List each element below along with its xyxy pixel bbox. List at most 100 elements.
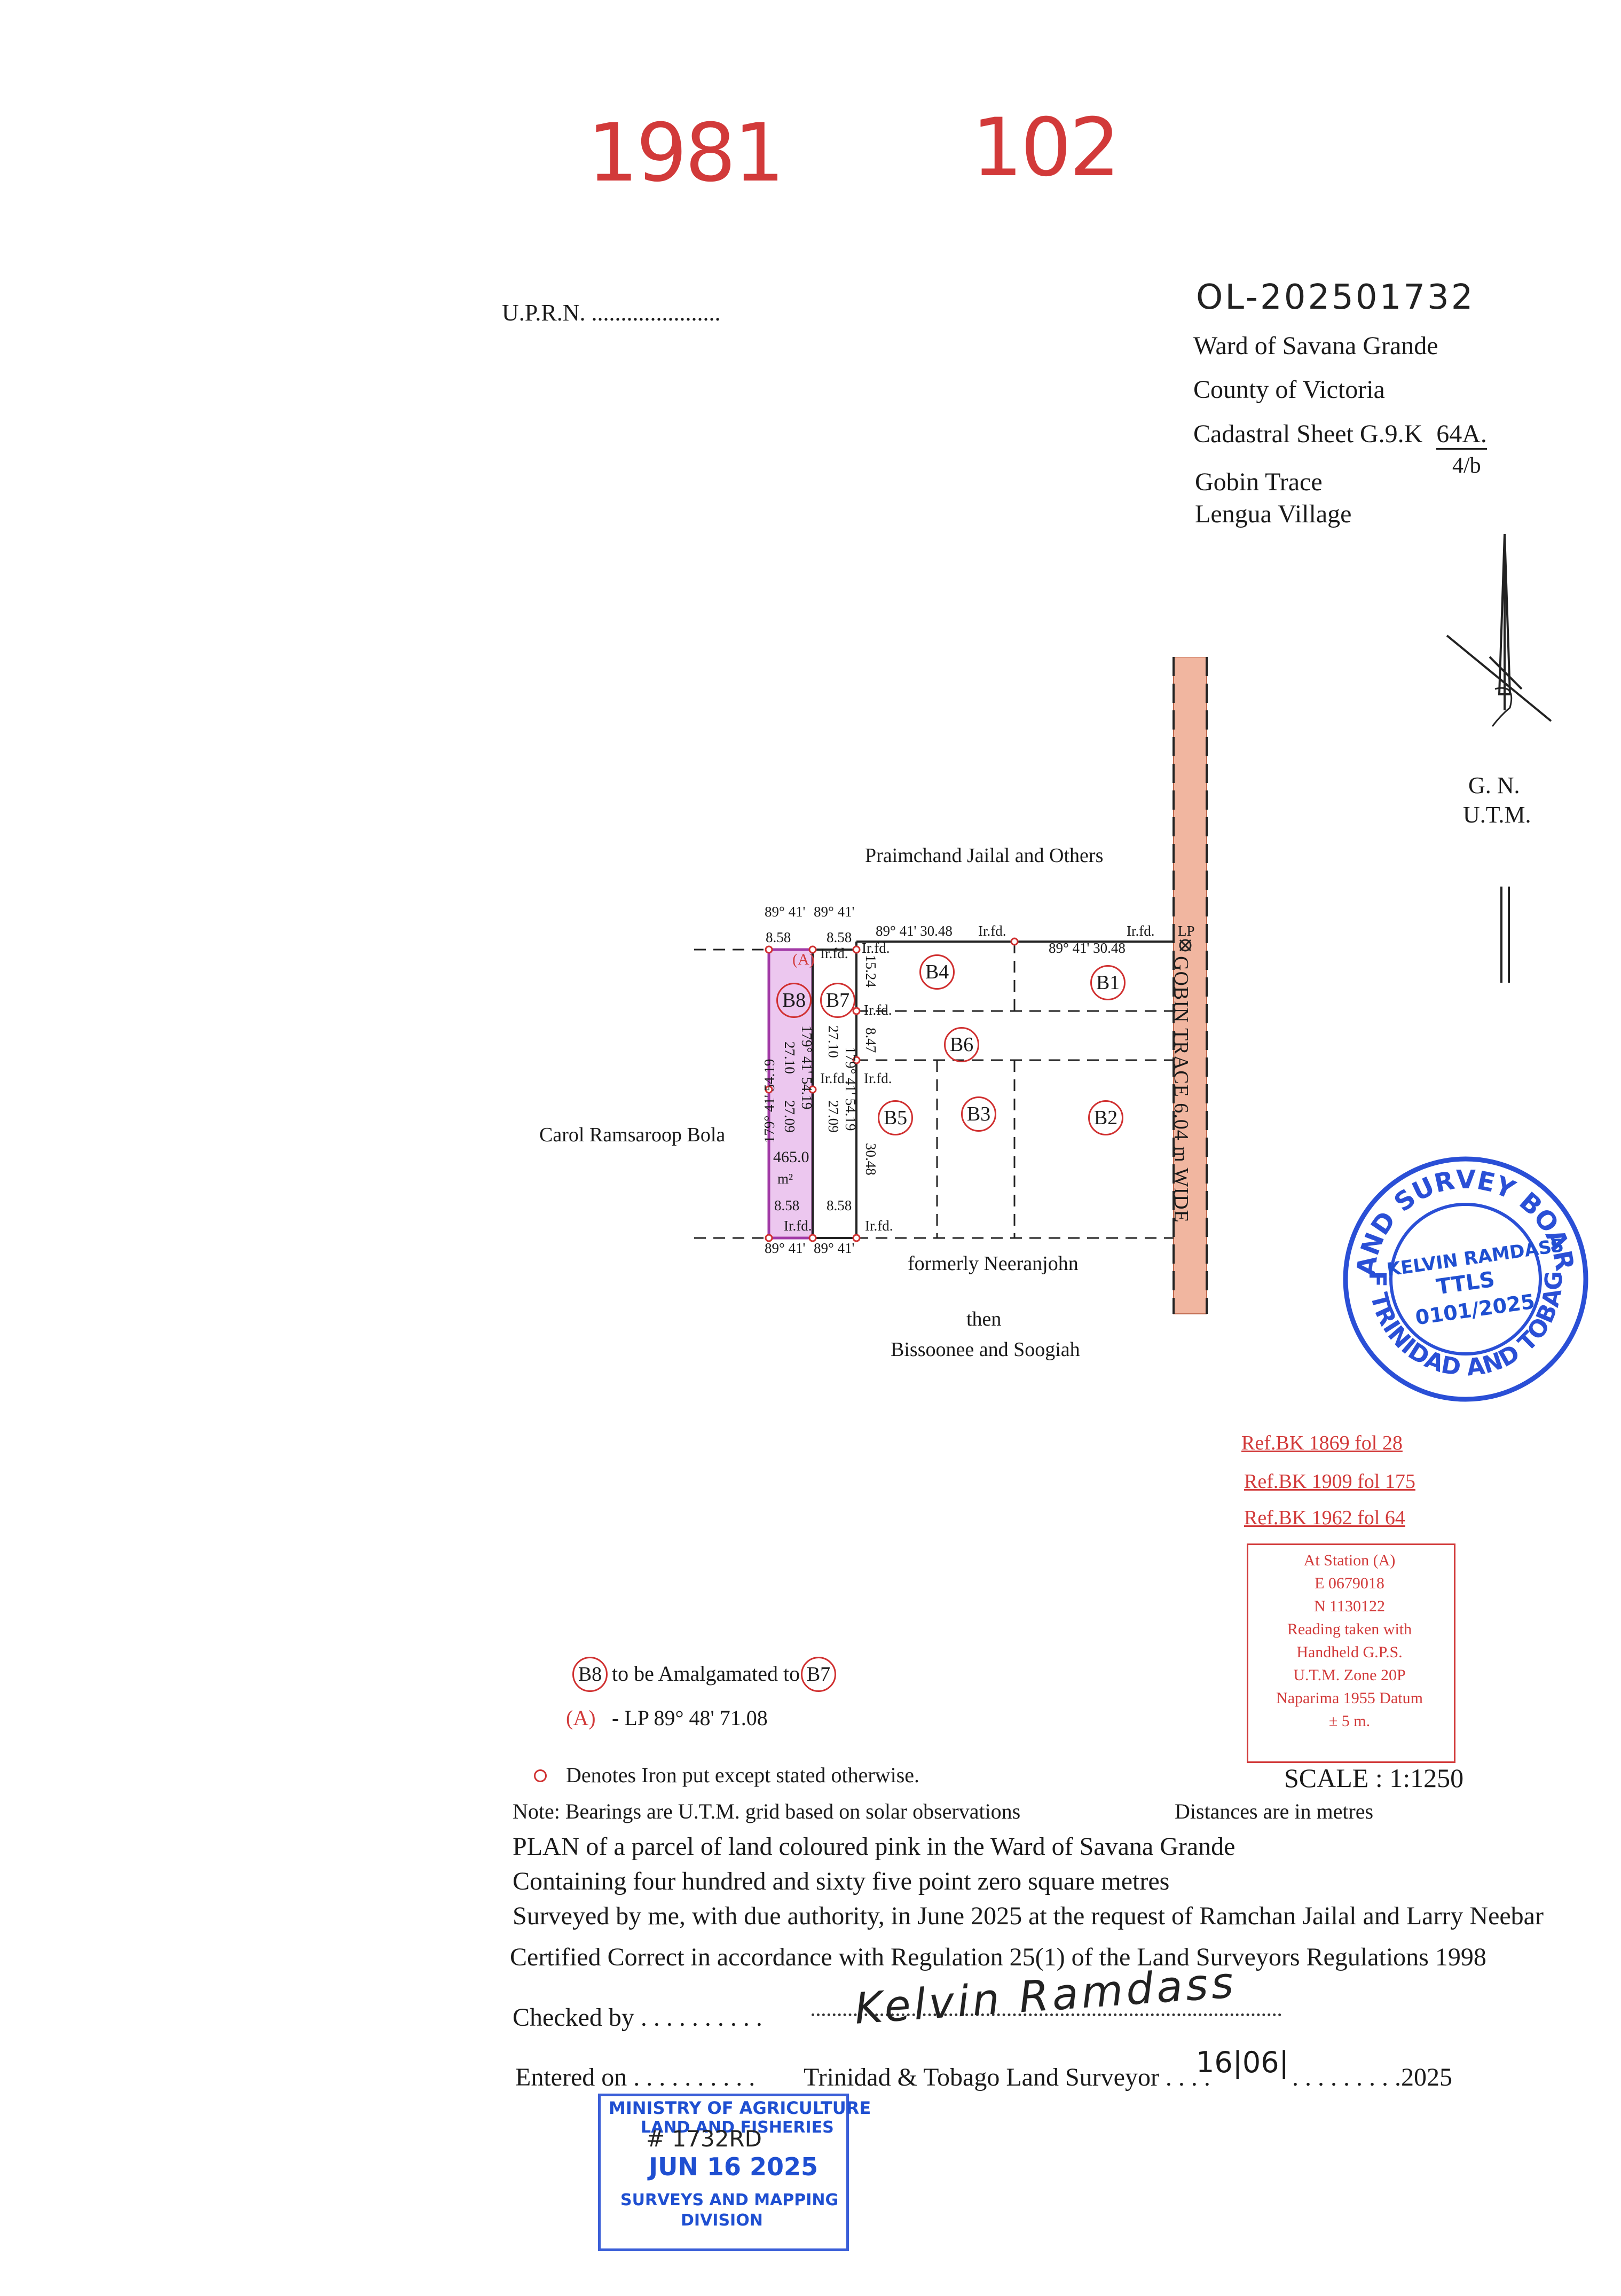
irfd-bot-b: Ir.fd. [865,1218,893,1234]
ref-bk-1962: Ref.BK 1962 fol 64 [1244,1507,1405,1529]
bearing-top-a: 89° 41' [765,904,806,920]
station-box-l2: E 0679018 [1315,1574,1384,1592]
north-owner-label: Praimchand Jailal and Others [865,844,1104,867]
uprn-label: U.P.R.N. ...................... [502,300,721,326]
bearing-note: Note: Bearings are U.T.M. grid based on … [513,1799,1021,1823]
bearing-west: 179° 41' 54.19 [761,1059,777,1143]
ministry-stamp-l4: DIVISION [681,2211,763,2230]
south-owner-2: then [966,1308,1002,1330]
station-box-l7: Naparima 1955 Datum [1276,1689,1423,1707]
iron-marker-icon [534,1769,547,1782]
irfd-top-b7: Ir.fd. [820,945,848,961]
bearing-b8-east: 179° 41' 54.19 [799,1025,815,1110]
station-a-marker: (A) [792,951,815,968]
bearing-top-b: 89° 41' [814,904,855,920]
west-owner-label: Carol Ramsaroop Bola [539,1124,726,1146]
station-info-box [1247,1543,1455,1763]
lot-b4: B4 [919,954,955,990]
ministry-stamp-l1: MINISTRY OF AGRICULTURE [609,2098,871,2118]
station-box-l5: Handheld G.P.S. [1296,1643,1403,1661]
station-box-l8: ± 5 m. [1328,1712,1371,1730]
ministry-stamp-hand: # 1732RD [646,2126,762,2152]
cadastral-line: Cadastral Sheet G.9.K 64A. [1193,419,1487,450]
lot-b8: B8 [776,983,812,1018]
scale-label: SCALE : 1:1250 [1284,1763,1464,1793]
dist-30-48: 30.48 [863,1143,879,1176]
lot-b1: B1 [1090,965,1126,1000]
dist-8-47: 8.47 [863,1028,879,1053]
certified-line: Certified Correct in accordance with Reg… [510,1943,1486,1971]
bearing-bot-b: 89° 41' [814,1240,855,1256]
cadastral-sheet: 64A. [1436,420,1487,450]
b1-top-bearing: 89° 41' 30.48 [1049,940,1126,956]
station-box-l1: At Station (A) [1303,1551,1396,1569]
checked-by: Checked by . . . . . . . . . . [513,2003,762,2032]
lp-label: LP [1178,923,1195,939]
signature-dotted-line [812,2013,1281,2016]
entered-on: Entered on . . . . . . . . . . [515,2063,756,2091]
legend-station-label: (A) [566,1706,596,1730]
ward-line: Ward of Savana Grande [1193,332,1438,360]
irfd-b6-top: Ir.fd. [864,1002,892,1018]
lot-b3: B3 [961,1096,996,1132]
village-line: Lengua Village [1195,500,1352,528]
ref-bk-1909: Ref.BK 1909 fol 175 [1244,1470,1415,1493]
legend-lot-b8: B8 [572,1657,608,1692]
plan-line: PLAN of a parcel of land coloured pink i… [513,1832,1236,1861]
irfd-top-b4: Ir.fd. [862,940,890,956]
north-arrow-icon [1446,534,1552,983]
irfd-top-lp: Ir.fd. [1127,923,1155,939]
dist-b7-lower: 27.09 [825,1100,841,1133]
lp-marker-icon [1179,939,1192,952]
date-year: . . . . . . . . .2025 [1292,2063,1452,2091]
road-label: GOBIN TRACE 6.04 m WIDE [1170,956,1192,1223]
legend-station-text: - LP 89° 48' 71.08 [612,1706,768,1730]
dist-bot-b: 8.58 [827,1197,852,1213]
b4-top-bearing: 89° 41' 30.48 [876,923,953,939]
station-box-l3: N 1130122 [1313,1597,1386,1615]
dist-b8-west-lower: 27.09 [782,1100,798,1133]
bearing-b7-east: 179° 41' 54.19 [843,1047,859,1131]
legend-amalgamated: to be Amalgamated to [612,1662,800,1686]
parcel-b7 [812,949,857,1239]
area-value: 465.0 [773,1148,809,1166]
iron-note: Denotes Iron put except stated otherwise… [566,1763,920,1787]
bearing-bot-a: 89° 41' [765,1240,806,1256]
irfd-b8-mid: Ir.fd. [820,1070,848,1086]
containing-line: Containing four hundred and sixty five p… [513,1867,1170,1895]
date-handwritten: 16|06| [1196,2046,1289,2079]
south-owner-3: Bissoonee and Soogiah [891,1338,1080,1361]
trace-line: Gobin Trace [1195,468,1323,496]
surveyed-line: Surveyed by me, with due authority, in J… [513,1902,1544,1930]
cadastral-label: Cadastral Sheet G.9.K [1193,420,1423,448]
dist-b7-upper: 27.10 [825,1025,841,1058]
lot-b6: B6 [944,1027,979,1062]
irfd-b6-bottom: Ir.fd. [864,1070,892,1086]
gobin-trace-road [1173,657,1207,1314]
legend-lot-b7: B7 [801,1657,836,1692]
lot-b7: B7 [820,983,855,1018]
south-owner-1: formerly Neeranjohn [908,1252,1079,1275]
grid-north-label: G. N. [1468,772,1520,798]
cadastral-sub: 4/b [1452,453,1481,478]
file-reference: OL-202501732 [1196,278,1475,317]
ministry-stamp-l2: LAND AND FISHERIES [641,2118,834,2137]
county-line: County of Victoria [1193,375,1385,404]
ministry-stamp-l3: SURVEYS AND MAPPING [620,2191,839,2209]
dist-top-a: 8.58 [766,929,791,945]
station-box-l6: U.T.M. Zone 20P [1293,1666,1406,1684]
utm-label: U.T.M. [1463,802,1531,828]
lot-b2: B2 [1088,1100,1123,1135]
tt-land-surveyor: Trinidad & Tobago Land Surveyor . . . . [804,2063,1210,2091]
dist-15-24: 15.24 [863,955,879,988]
survey-plan-drawing [694,657,1208,1314]
land-survey-board-seal: LAND SURVEY BOARD OF TRINIDAD AND TOBAGO [1335,1148,1588,1402]
ref-bk-1869: Ref.BK 1869 fol 28 [1241,1432,1403,1454]
hand-number-left: 1981 [587,107,785,200]
dist-top-b: 8.58 [827,929,852,945]
dist-bot-a: 8.58 [774,1197,800,1213]
irfd-bot-a: Ir.fd. [784,1218,812,1234]
ministry-stamp-date: JUN 16 2025 [649,2152,819,2181]
station-box-l4: Reading taken with [1287,1620,1412,1638]
lot-b5: B5 [878,1100,913,1135]
